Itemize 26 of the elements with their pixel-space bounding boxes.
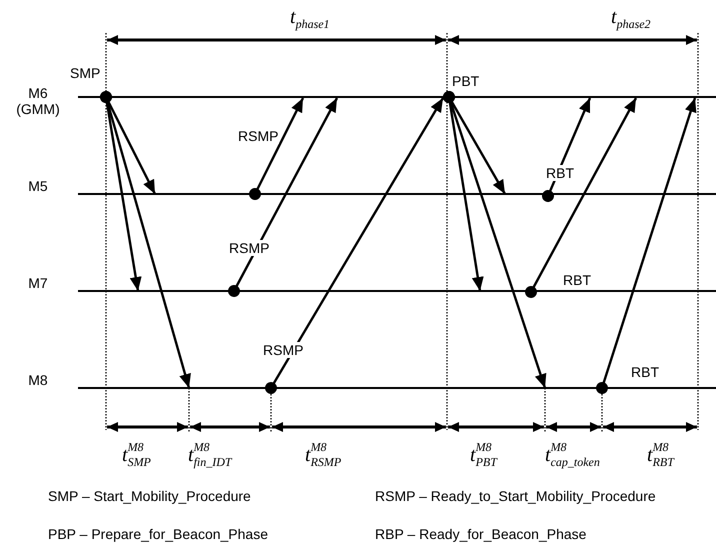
message-arrow: [249, 97, 304, 200]
abbreviation-note: SMP – Start_Mobility_Procedure: [48, 488, 251, 504]
lifeline-label: M6 (GMM): [15, 85, 61, 117]
message-arrow: [228, 97, 338, 297]
message-arrow: [100, 91, 191, 388]
abbreviation-note: RBP – Ready_for_Beacon_Phase: [375, 526, 586, 542]
lifeline-label: M8: [27, 372, 49, 388]
message-arrow: [443, 91, 546, 388]
message-arrow: [443, 91, 506, 195]
lifeline-label: M7: [27, 275, 49, 291]
lifeline-label: M5: [27, 178, 49, 194]
duration-label: t$_{phase2}$: [611, 6, 651, 33]
message-label: SMP: [70, 65, 100, 81]
edge-label: RSMP: [262, 342, 304, 358]
message-arrow: [525, 97, 638, 298]
message-label: PBT: [452, 73, 480, 89]
message-arrow: [265, 97, 444, 394]
message-arrow: [596, 98, 696, 394]
edge-label: RSMP: [228, 240, 270, 256]
edge-label: RBT: [562, 272, 592, 288]
duration-label: t$_{phase1}$: [290, 6, 330, 33]
abbreviation-note: PBP – Prepare_for_Beacon_Phase: [48, 526, 268, 542]
edge-label: RBT: [545, 165, 575, 181]
abbreviation-note: RSMP – Ready_to_Start_Mobility_Procedure: [375, 488, 656, 504]
edge-label: RSMP: [237, 128, 280, 144]
edge-label: RBT: [630, 364, 660, 380]
